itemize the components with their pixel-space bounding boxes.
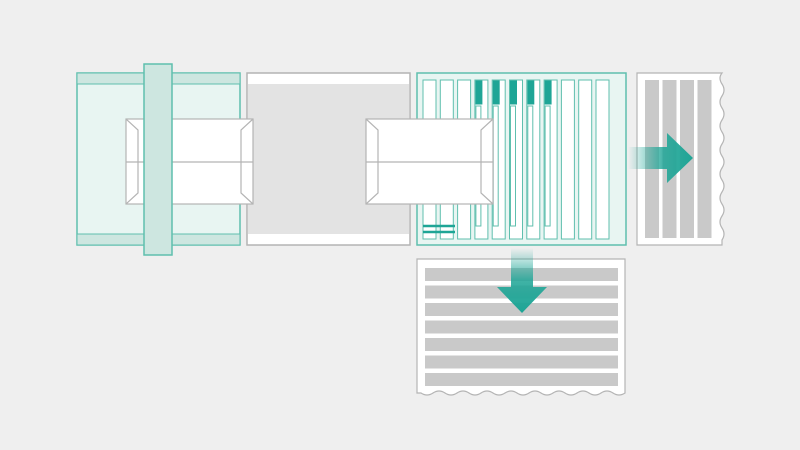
arrow-right-icon	[628, 133, 693, 183]
envelope-left-flap-l	[125, 118, 139, 205]
slot-marker	[510, 80, 517, 105]
slot-insert	[492, 105, 499, 227]
horizontal-output-bars	[425, 268, 618, 386]
slot-column	[595, 79, 610, 240]
vertical-bar	[697, 80, 712, 238]
slot-insert	[544, 105, 551, 227]
slot-marker	[475, 80, 483, 105]
stage-5-horizontal-output	[416, 258, 626, 396]
envelope-left-flap-r	[240, 118, 254, 205]
envelope-right-flap-l	[365, 118, 379, 205]
slot-marker	[527, 80, 535, 105]
slot-column	[560, 79, 575, 240]
arrow-down-icon	[497, 248, 547, 313]
envelope-right-flap-r	[480, 118, 494, 205]
horizontal-bar	[425, 338, 618, 351]
slot-insert	[510, 105, 516, 227]
slot-marker	[492, 80, 500, 105]
horizontal-bar	[425, 355, 618, 369]
slot-column	[578, 79, 593, 240]
horizontal-bar	[425, 373, 618, 386]
slot-insert	[527, 105, 534, 227]
wrapper-band	[143, 63, 173, 256]
slot-marker	[544, 80, 552, 105]
horizontal-bar	[425, 320, 618, 334]
envelope-right	[365, 118, 494, 205]
